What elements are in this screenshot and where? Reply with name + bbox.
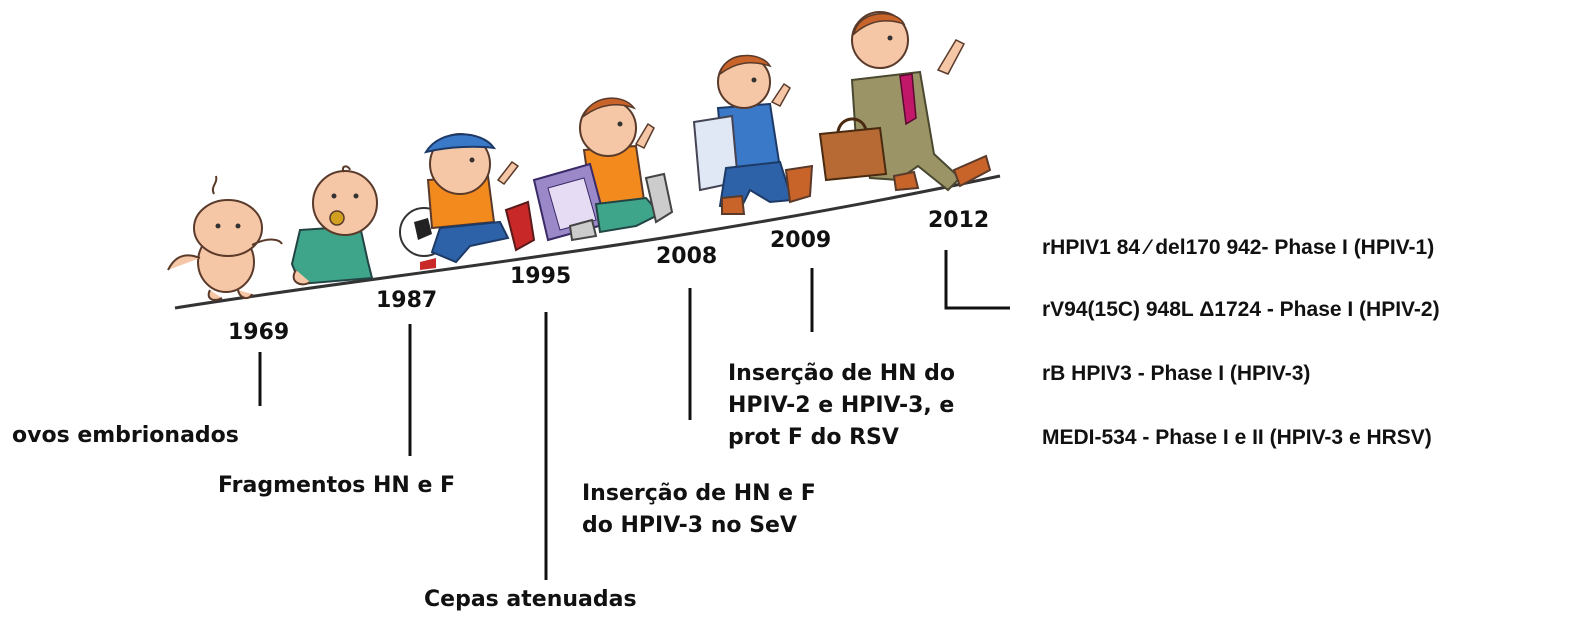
- vaccine-item-hpiv1: rHPIV1 84 ⁄ del170 942- Phase I (HPIV-1): [1042, 236, 1435, 259]
- toddler-figure: [290, 165, 378, 286]
- baby-figure: [167, 175, 283, 301]
- year-label-1969: 1969: [228, 320, 290, 345]
- year-label-1987: 1987: [376, 288, 438, 313]
- event-line: do HPIV-3 no SeV: [582, 513, 797, 538]
- year-label-1995: 1995: [510, 264, 572, 289]
- event-label-2009: Inserção de HN do HPIV-2 e HPIV-3, e pro…: [728, 358, 955, 454]
- vaccine-item-medi534: MEDI-534 - Phase I e II (HPIV-3 e HRSV): [1042, 426, 1432, 449]
- connector-line-2012: [944, 250, 1010, 310]
- event-line: prot F do RSV: [728, 425, 899, 450]
- event-label-1987: Fragmentos HN e F: [218, 473, 456, 498]
- event-label-1969: ovos embrionados: [12, 423, 239, 448]
- vaccine-item-hpiv2: rV94(15C) 948L Δ1724 - Phase I (HPIV-2): [1042, 298, 1440, 321]
- ground-slope-line: [174, 174, 1001, 310]
- event-label-1995: Cepas atenuadas: [424, 587, 637, 612]
- child-with-ball-figure: [399, 133, 536, 270]
- year-label-2009: 2009: [770, 228, 832, 253]
- year-label-2008: 2008: [656, 244, 718, 269]
- event-line: Inserção de HN e F: [582, 481, 816, 506]
- year-label-2012: 2012: [928, 208, 990, 233]
- businessman-figure: [818, 11, 992, 192]
- teen-figure: [692, 54, 814, 215]
- event-line: HPIV-2 e HPIV-3, e: [728, 393, 955, 418]
- schoolboy-figure: [532, 97, 674, 242]
- vaccine-item-hpiv3: rB HPIV3 - Phase I (HPIV-3): [1042, 362, 1311, 385]
- event-line: Inserção de HN do: [728, 361, 956, 386]
- event-label-2008: Inserção de HN e F do HPIV-3 no SeV: [582, 478, 816, 542]
